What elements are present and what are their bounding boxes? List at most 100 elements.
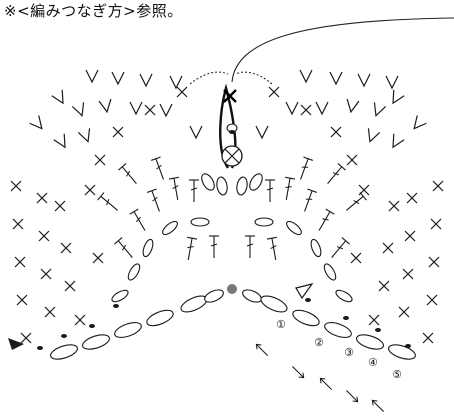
single-crochet-x <box>406 192 418 204</box>
single-crochet-x <box>422 332 434 344</box>
half-double-v <box>139 73 153 88</box>
single-crochet-x <box>16 294 28 306</box>
double-crochet-t <box>345 192 367 211</box>
start-dot <box>227 284 237 294</box>
double-crochet-t <box>168 176 179 200</box>
end-dot <box>89 324 95 328</box>
direction-arrow-icon <box>255 343 269 357</box>
single-crochet-x <box>346 154 358 166</box>
double-crochet-t <box>97 192 119 211</box>
ring-cross <box>224 148 240 164</box>
single-crochet-x <box>330 126 342 138</box>
dotted-connection <box>189 71 229 85</box>
double-crochet-t <box>285 176 296 200</box>
half-double-v <box>255 125 269 140</box>
chain-oval <box>324 322 352 338</box>
row-number-label: ① <box>276 318 286 331</box>
joining-x <box>223 89 237 103</box>
chain-oval <box>254 217 274 227</box>
single-crochet-x <box>36 192 48 204</box>
half-double-v <box>189 125 203 140</box>
chain-oval <box>180 295 208 313</box>
half-double-v <box>357 73 371 88</box>
half-double-v <box>51 89 64 105</box>
chain-oval <box>111 289 129 303</box>
single-crochet-x <box>54 200 66 212</box>
single-crochet-x <box>64 280 76 292</box>
single-crochet-x <box>268 86 280 98</box>
double-crochet-t <box>327 163 346 185</box>
half-double-v <box>129 101 143 116</box>
chain-oval <box>114 322 142 338</box>
double-crochet-t <box>245 235 255 258</box>
single-crochet-x <box>402 268 414 280</box>
double-crochet-t <box>147 188 160 212</box>
double-crochet-t <box>265 179 275 202</box>
half-double-v <box>315 101 329 116</box>
double-crochet-t <box>118 163 137 185</box>
double-crochet-t <box>114 237 133 259</box>
single-crochet-x <box>10 180 22 192</box>
chain-oval <box>242 289 262 303</box>
double-crochet-t <box>331 237 350 259</box>
single-crochet-x <box>94 154 106 166</box>
direction-arrow-icon <box>319 377 333 391</box>
half-double-v <box>299 69 313 84</box>
double-crochet-t <box>304 188 317 212</box>
double-crochet-t <box>189 179 199 202</box>
double-crochet-t <box>151 156 164 180</box>
double-crochet-t <box>300 156 313 180</box>
single-crochet-x <box>14 256 26 268</box>
single-crochet-x <box>398 306 410 318</box>
chain-oval <box>260 295 288 313</box>
single-crochet-x <box>176 86 188 98</box>
diagram-caption: ※<編みつなぎ方>参照。 <box>4 2 183 20</box>
single-crochet-x <box>432 180 444 192</box>
chain-oval <box>310 238 322 258</box>
direction-arrow-icon <box>371 399 385 413</box>
single-crochet-x <box>426 294 438 306</box>
half-double-v <box>392 133 405 149</box>
chain-oval <box>146 309 174 327</box>
single-crochet-x <box>350 252 362 264</box>
single-crochet-x <box>428 256 440 268</box>
chain-oval <box>356 334 384 350</box>
chain-oval <box>335 289 353 303</box>
single-crochet-x <box>40 268 52 280</box>
end-dot <box>37 346 43 350</box>
half-double-v <box>385 75 399 90</box>
chain-oval <box>236 176 248 196</box>
chain-oval <box>249 173 263 191</box>
half-double-v <box>111 71 125 86</box>
single-crochet-x <box>20 332 32 344</box>
half-double-v <box>169 75 183 90</box>
chain-oval <box>204 289 224 303</box>
end-triangle <box>295 283 314 300</box>
end-dot <box>229 130 235 134</box>
start-triangle <box>8 338 24 350</box>
half-double-v <box>98 98 112 114</box>
single-crochet-x <box>60 242 72 254</box>
single-crochet-x <box>300 104 312 116</box>
double-crochet-t <box>209 235 219 258</box>
chain-oval <box>190 217 210 227</box>
row-number-label: ② <box>314 336 324 349</box>
yarn-line <box>231 17 454 83</box>
half-double-v <box>373 102 387 117</box>
half-double-v <box>71 102 85 117</box>
single-crochet-x <box>358 184 370 196</box>
single-crochet-x <box>12 218 24 230</box>
chain-oval <box>162 220 178 236</box>
half-double-v <box>159 103 173 118</box>
double-crochet-t <box>266 236 277 260</box>
chain-oval <box>142 238 154 258</box>
double-crochet-t <box>187 236 198 260</box>
half-double-v <box>329 71 343 86</box>
chain-oval <box>388 344 416 360</box>
half-double-v <box>77 128 91 143</box>
single-crochet-x <box>378 280 390 292</box>
end-dot <box>343 316 349 320</box>
single-crochet-x <box>74 314 86 326</box>
half-double-v <box>346 98 360 114</box>
